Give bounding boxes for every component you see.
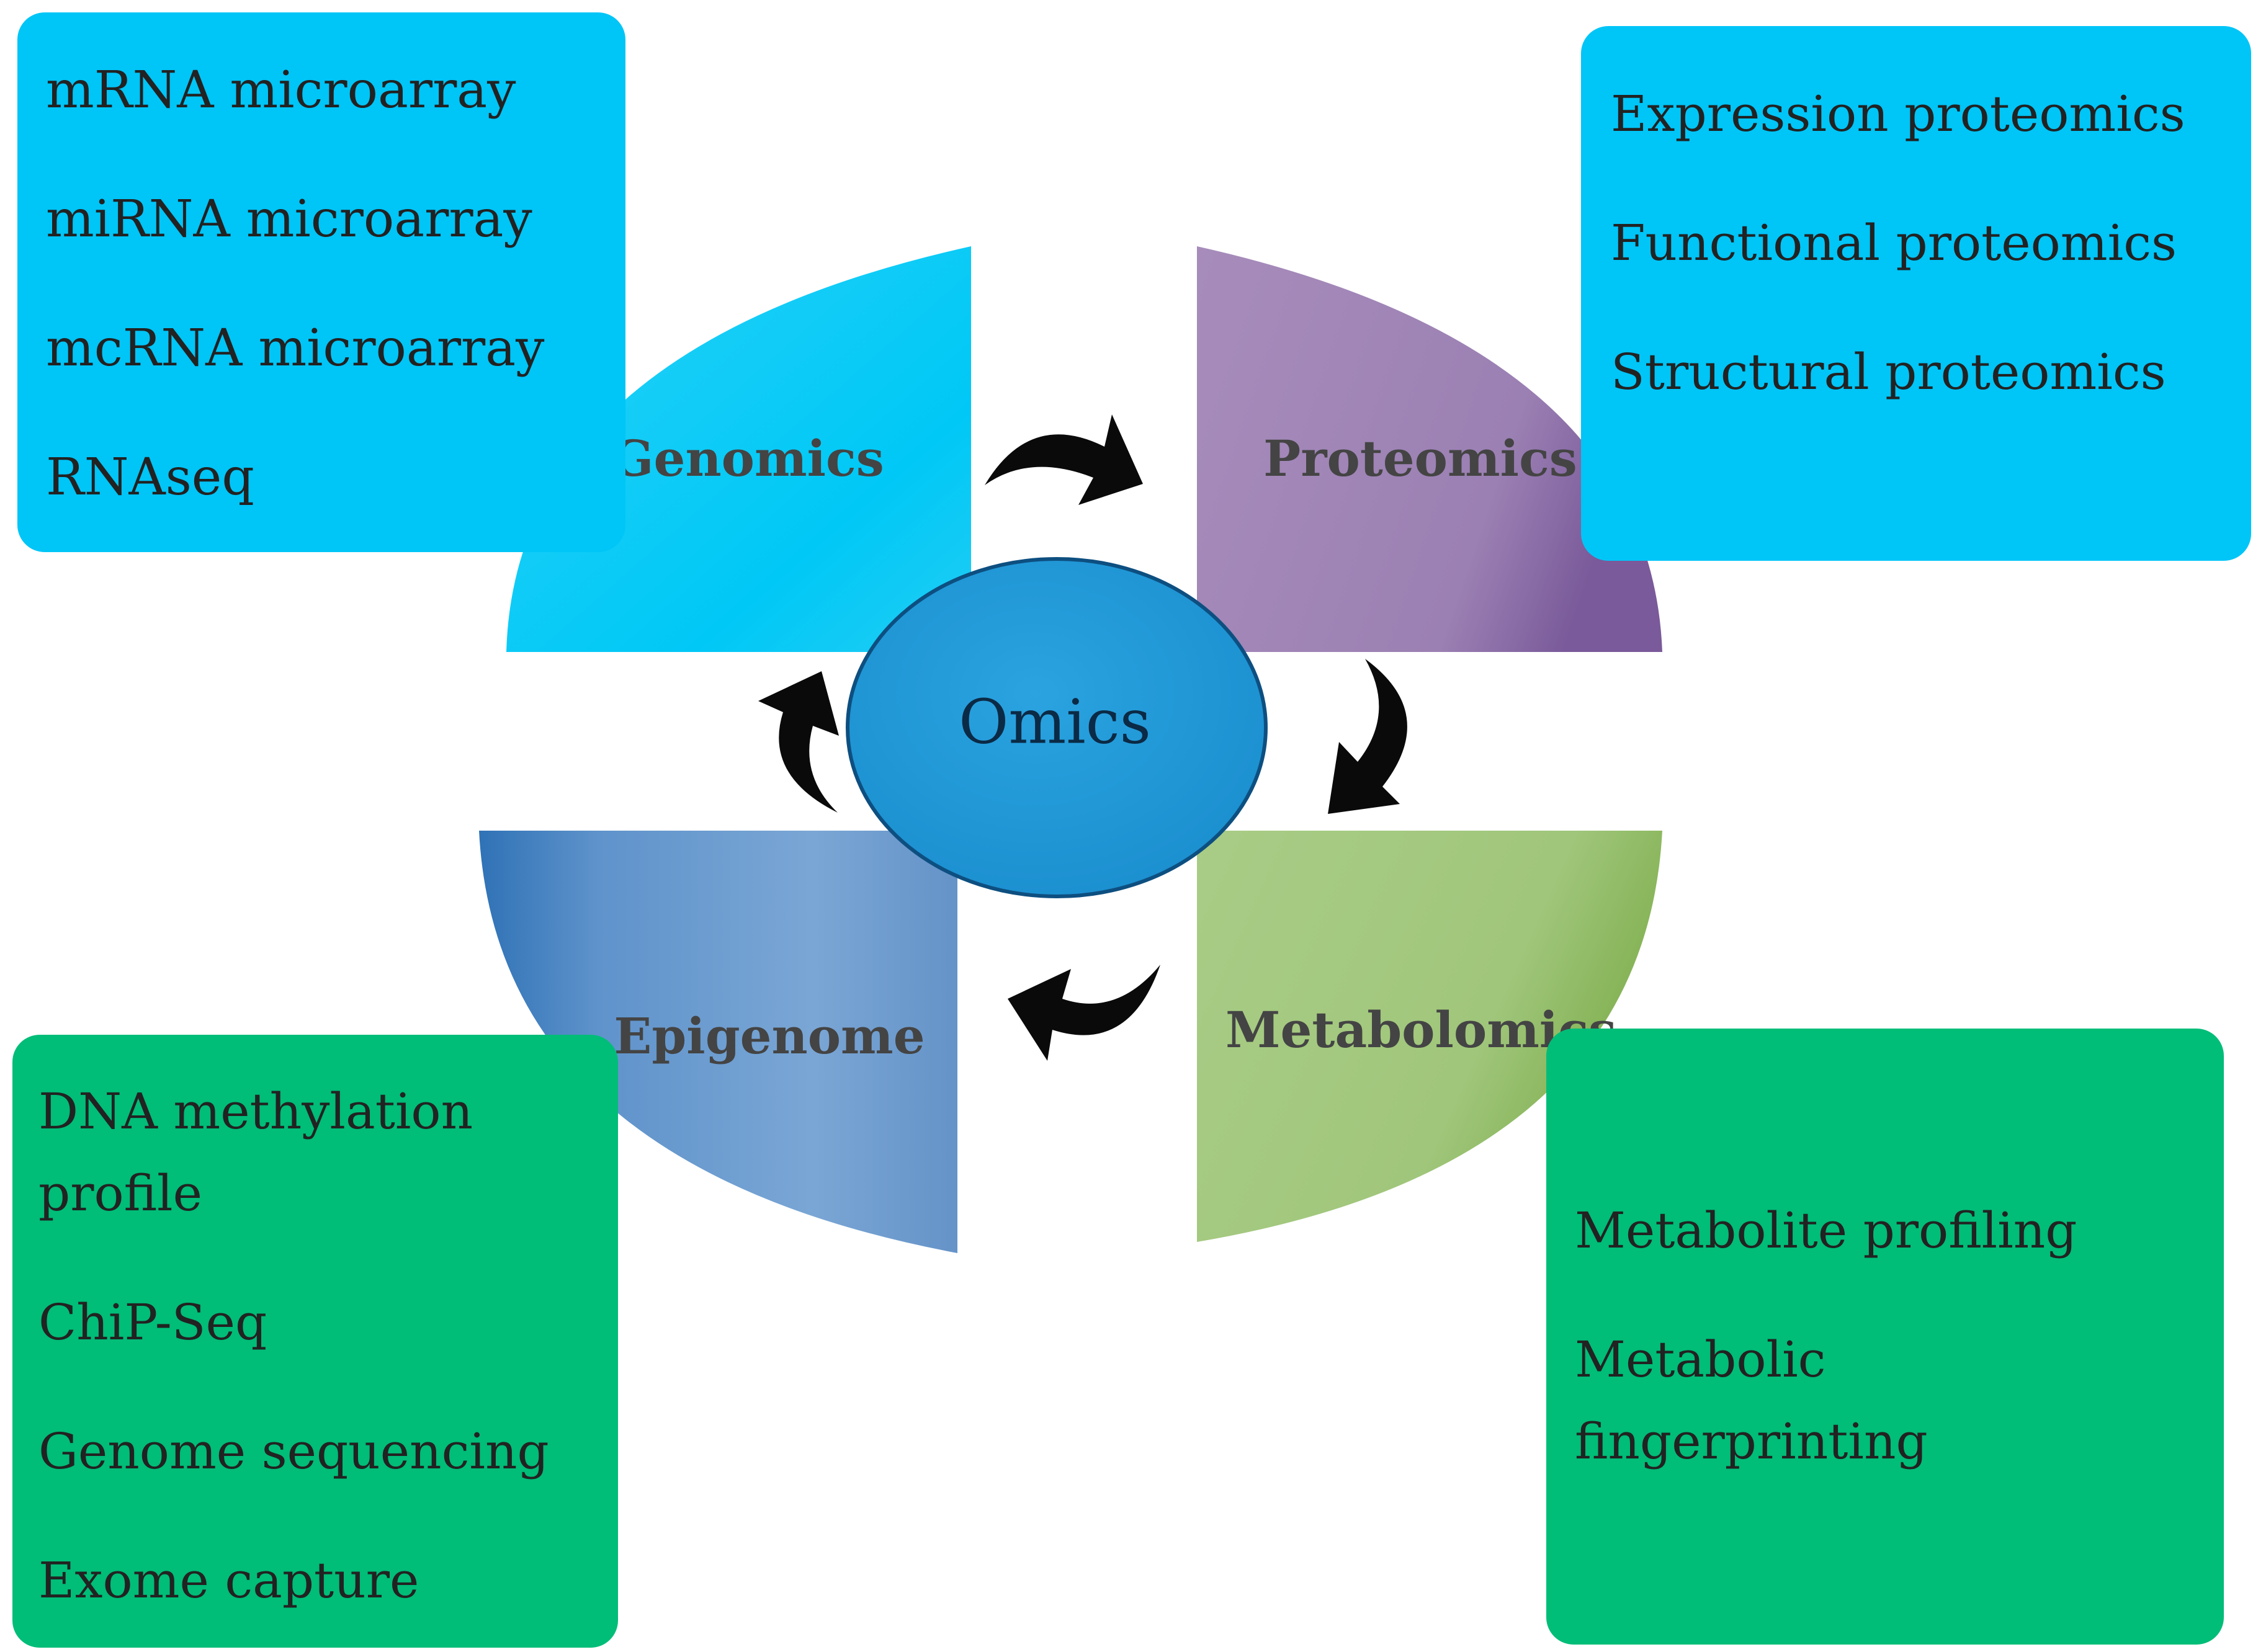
- metabolomics-method-item: Metabolic: [1575, 1331, 1826, 1388]
- arrow-epigenome-to-genomics-icon: [758, 671, 839, 813]
- epigenome-method-item: DNA methylation: [38, 1083, 473, 1140]
- metabolomics-method-item: fingerprinting: [1575, 1413, 1928, 1470]
- omics-center-label: Omics: [959, 687, 1151, 758]
- omics-center-ellipse: [846, 557, 1268, 898]
- epigenome-method-item: ChiP-Seq: [38, 1293, 267, 1351]
- metabolomics-method-item: Metabolite profiling: [1575, 1202, 2077, 1259]
- epigenome-quadrant: [479, 831, 957, 1253]
- genomics-method-item: miRNA microarray: [46, 190, 532, 249]
- genomics-methods-box: mRNA microarray miRNA microarray mcRNA m…: [17, 12, 625, 552]
- metabolomics-methods-box: Metabolite profiling Metabolic fingerpri…: [1546, 1029, 2224, 1645]
- epigenome-method-item: Genome sequencing: [38, 1422, 549, 1480]
- proteomics-method-item: Functional proteomics: [1611, 214, 2177, 272]
- epigenome-methods-box: DNA methylation profile ChiP-Seq Genome …: [12, 1035, 618, 1648]
- genomics-method-item: mcRNA microarray: [46, 319, 545, 378]
- genomics-method-item: RNAseq: [46, 448, 254, 507]
- epigenome-label: Epigenome: [614, 1007, 925, 1065]
- proteomics-methods-box: Expression proteomics Functional proteom…: [1581, 26, 2251, 561]
- arrow-genomics-to-proteomics-icon: [985, 414, 1143, 505]
- epigenome-method-item: profile: [38, 1164, 202, 1222]
- proteomics-method-item: Expression proteomics: [1611, 85, 2185, 143]
- arrow-proteomics-to-metabolomics-icon: [1328, 659, 1407, 814]
- proteomics-label: Proteomics: [1263, 429, 1577, 488]
- proteomics-quadrant: [1197, 246, 1662, 652]
- proteomics-method-item: Structural proteomics: [1611, 343, 2166, 401]
- genomics-method-item: mRNA microarray: [46, 61, 516, 120]
- metabolomics-quadrant: [1197, 831, 1662, 1242]
- genomics-label: Genomics: [611, 429, 884, 488]
- genomics-quadrant: [506, 246, 971, 652]
- epigenome-method-item: Exome capture: [38, 1552, 419, 1609]
- arrow-metabolomics-to-epigenome-icon: [1008, 965, 1160, 1061]
